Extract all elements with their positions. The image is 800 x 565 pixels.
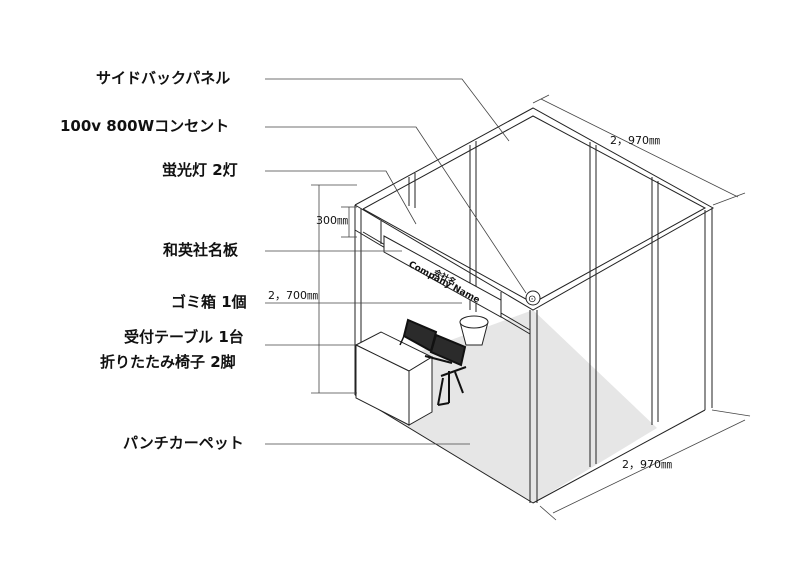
label-reception-table: 受付テーブル 1台 [124,328,244,346]
folding-chairs [399,318,467,406]
label-nameplate: 和英社名板 [163,241,239,259]
dimension-lines [311,94,751,521]
label-trash-can: ゴミ箱 1個 [171,293,247,311]
outlet-box [525,290,541,306]
trash-can [459,315,489,346]
dimension-fascia: 300㎜ [316,214,348,227]
dimension-top-width: 2，970㎜ [610,134,660,147]
fascia-board [383,235,502,318]
label-folding-chairs: 折りたたみ椅子 2脚 [100,353,236,371]
dimension-height: 2，700㎜ [268,289,318,302]
label-carpet: パンチカーペット [123,434,244,452]
label-outlet: 100v 800Wコンセント [60,117,230,135]
label-fluorescent-light: 蛍光灯 2灯 [162,161,238,179]
label-side-back-panel: サイドバックパネル [96,69,231,87]
outlet-symbol: ⊙ [528,294,536,305]
dimension-bottom-width: 2，970㎜ [622,458,672,471]
reception-table [354,331,434,426]
leader-lines [265,78,527,445]
